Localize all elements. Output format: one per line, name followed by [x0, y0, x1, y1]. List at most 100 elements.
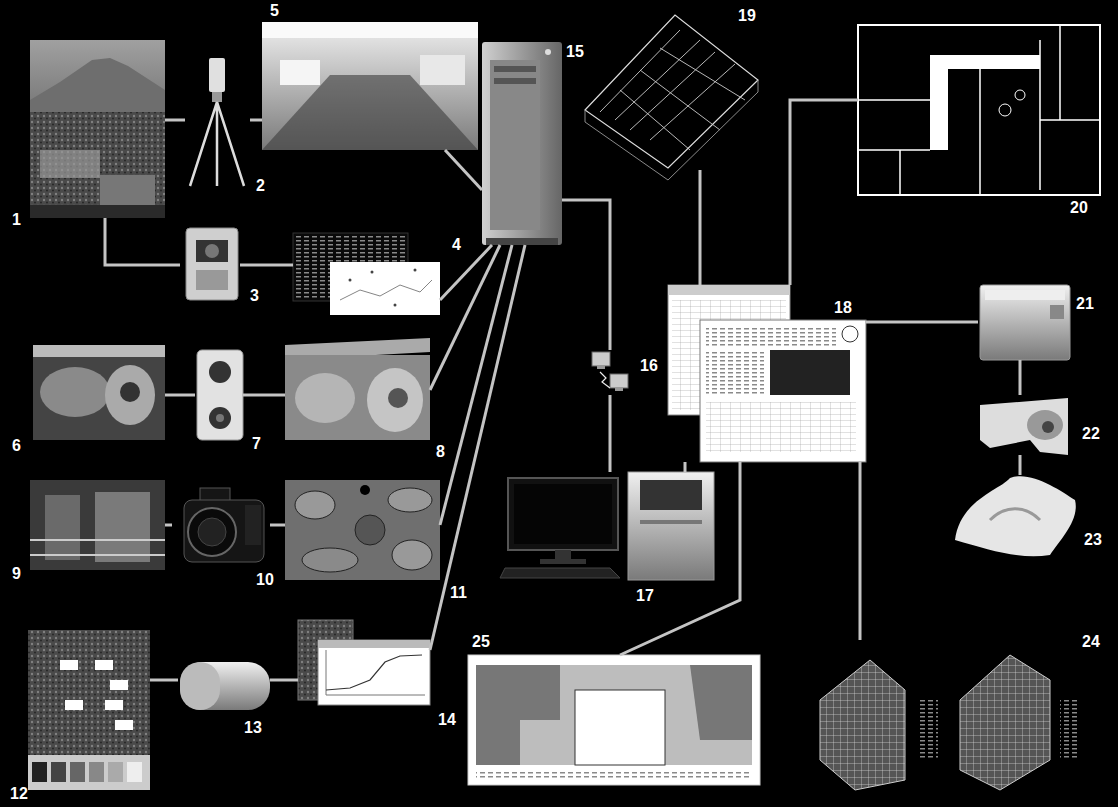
wall-survey-map-part [476, 665, 752, 765]
connector-line [430, 245, 525, 650]
connector-line [165, 394, 195, 397]
callout-number: 20 [1070, 200, 1088, 216]
survey-data-part [349, 279, 352, 282]
callout-number: 16 [640, 358, 658, 374]
server-tower-part [482, 42, 562, 245]
wall-survey-map-part [575, 690, 665, 765]
total-station-part [186, 228, 238, 300]
city-photo-part [40, 150, 100, 178]
fresco-room-photo-part [45, 495, 80, 560]
image-panel: 10 [172, 475, 270, 570]
wall-sample-photo-part [28, 755, 150, 790]
fem-mesh [820, 655, 1080, 790]
colorimeter-part [180, 662, 270, 710]
printed-replica [980, 398, 1068, 455]
survey-data-part [340, 280, 432, 300]
connector-line [445, 150, 482, 190]
image-panel: 2 [185, 55, 250, 190]
site-plan-part [858, 25, 1100, 195]
wall-sample-photo-part [110, 680, 128, 690]
site-plan [858, 25, 1100, 195]
callout-number: 25 [472, 634, 490, 650]
image-panel: 15 [482, 42, 562, 245]
workstation-part [628, 472, 714, 580]
image-panel: 21 [978, 280, 1072, 360]
city-photo-part [30, 40, 165, 218]
callout-number: 6 [12, 438, 21, 454]
callout-number: 18 [834, 300, 852, 316]
3d-printer-part [1050, 305, 1064, 319]
fresco-room-photo [30, 480, 165, 570]
workstation-part [508, 478, 618, 550]
callout-number: 19 [738, 8, 756, 24]
3d-model-part [295, 373, 355, 423]
total-station [186, 228, 238, 300]
image-panel: 9 [30, 480, 165, 570]
printed-fragment [955, 476, 1076, 556]
connector-line [684, 462, 687, 472]
image-panel: 14 [298, 620, 430, 705]
3d-scanner-part [209, 407, 231, 429]
camera-part [245, 505, 261, 545]
connector-line [562, 200, 610, 350]
connector-line [620, 462, 740, 655]
callout-number: 12 [10, 786, 28, 802]
wall-sample-photo-part [115, 720, 133, 730]
wall-survey-map-part [476, 665, 560, 765]
network-icon-part [592, 352, 610, 366]
network-icon-part [610, 374, 628, 388]
camera-part [188, 508, 236, 556]
server-tower-part [490, 60, 540, 230]
site-plan-part [1015, 90, 1025, 100]
3d-scanner-part [209, 361, 231, 383]
isometric-drawing-part [585, 15, 758, 168]
database-form-part [706, 350, 764, 395]
callout-number: 7 [252, 436, 261, 452]
total-station-part [205, 244, 219, 258]
survey-data-part [330, 262, 440, 315]
connector-line [165, 119, 185, 122]
laser-scanner-tripod [190, 58, 244, 186]
laser-scanner-tripod-part [190, 102, 244, 186]
database-form [668, 285, 866, 462]
wall-sample-photo-part [108, 762, 123, 782]
3d-printer [980, 285, 1070, 360]
server-tower-part [494, 78, 536, 84]
image-panel: 1 [30, 40, 165, 218]
callout-number: 2 [256, 178, 265, 194]
workstation-part [540, 559, 586, 564]
connector-line [866, 321, 978, 324]
image-panel: 17 [505, 472, 715, 580]
callout-number: 9 [12, 566, 21, 582]
workstation-part [640, 520, 702, 524]
server-tower-part [494, 66, 536, 72]
image-panel: 24 [815, 640, 1100, 790]
connector-line [105, 218, 180, 265]
connector-line [1019, 455, 1022, 475]
texture-map-part [285, 480, 440, 580]
fem-mesh-part [820, 660, 905, 790]
point-cloud-part [280, 60, 320, 85]
survey-data-part [371, 271, 374, 274]
image-panel: 20 [858, 25, 1100, 195]
connector-line [243, 394, 285, 397]
3d-scanner-part [216, 414, 224, 422]
image-panel: 13 [178, 655, 270, 715]
image-panel: 18 [668, 285, 866, 462]
fragment-photo-part [120, 382, 140, 402]
camera-part [198, 518, 226, 546]
workstation-part [555, 550, 571, 560]
survey-data-part [394, 304, 397, 307]
wall-sample-photo [28, 630, 150, 790]
wall-sample-photo-part [32, 762, 47, 782]
isometric-drawing [585, 15, 758, 180]
point-cloud [262, 22, 478, 150]
point-cloud-part [262, 22, 478, 150]
connector-line [270, 524, 285, 527]
fragment-photo-part [33, 345, 165, 440]
3d-model-part [285, 355, 430, 440]
wall-survey-map-part [476, 770, 752, 778]
fragment-photo-part [40, 367, 110, 417]
connector-line [859, 462, 862, 640]
